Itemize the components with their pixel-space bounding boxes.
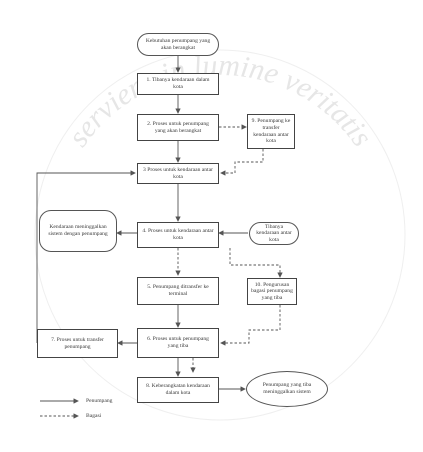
arrow-n7-to-n3 (36, 170, 136, 343)
baggage-n9-to-n3 (220, 149, 264, 176)
legend-baggage-label: Bagasi (86, 413, 102, 419)
node-8: 8. Keberangkatan kendaraan dalam kota (137, 377, 219, 403)
node-5: 5. Penumpang ditransfer ke terminal (137, 277, 219, 305)
node-leave: Kendaraan meninggalkan sistem dengan pen… (39, 210, 117, 252)
node-7: 7. Proses untuk transfer penumpang (37, 329, 118, 358)
baggage-n4-to-n10 (229, 248, 283, 278)
legend-passenger-label: Penumpang (86, 398, 113, 404)
node-start: Kebutuhan penumpang yang akan berangkat (137, 33, 219, 56)
node-10: 10. Pengurusan bagasi penumpang yang tib… (247, 278, 297, 305)
node-3: 3 Proses untuk kendaraan antar kota (137, 163, 219, 184)
node-arrive: Tibanya kendaraan antar kota (249, 222, 299, 245)
node-1: 1. Tibanya kendaraan dalam kota (137, 73, 219, 95)
node-6: 6. Proses untuk penumpang yang tiba (137, 328, 219, 358)
node-9: 9. Penumpang ke transfer kendaraan antar… (247, 114, 295, 149)
baggage-n10-to-n6 (220, 305, 281, 346)
node-end: Penumpang yang tiba meninggalkan sistem (246, 371, 328, 407)
node-2: 2. Proses untuk penumpang yang akan bera… (137, 114, 219, 141)
node-4: 4. Proses untuk kendaraan antar kota (137, 222, 219, 248)
